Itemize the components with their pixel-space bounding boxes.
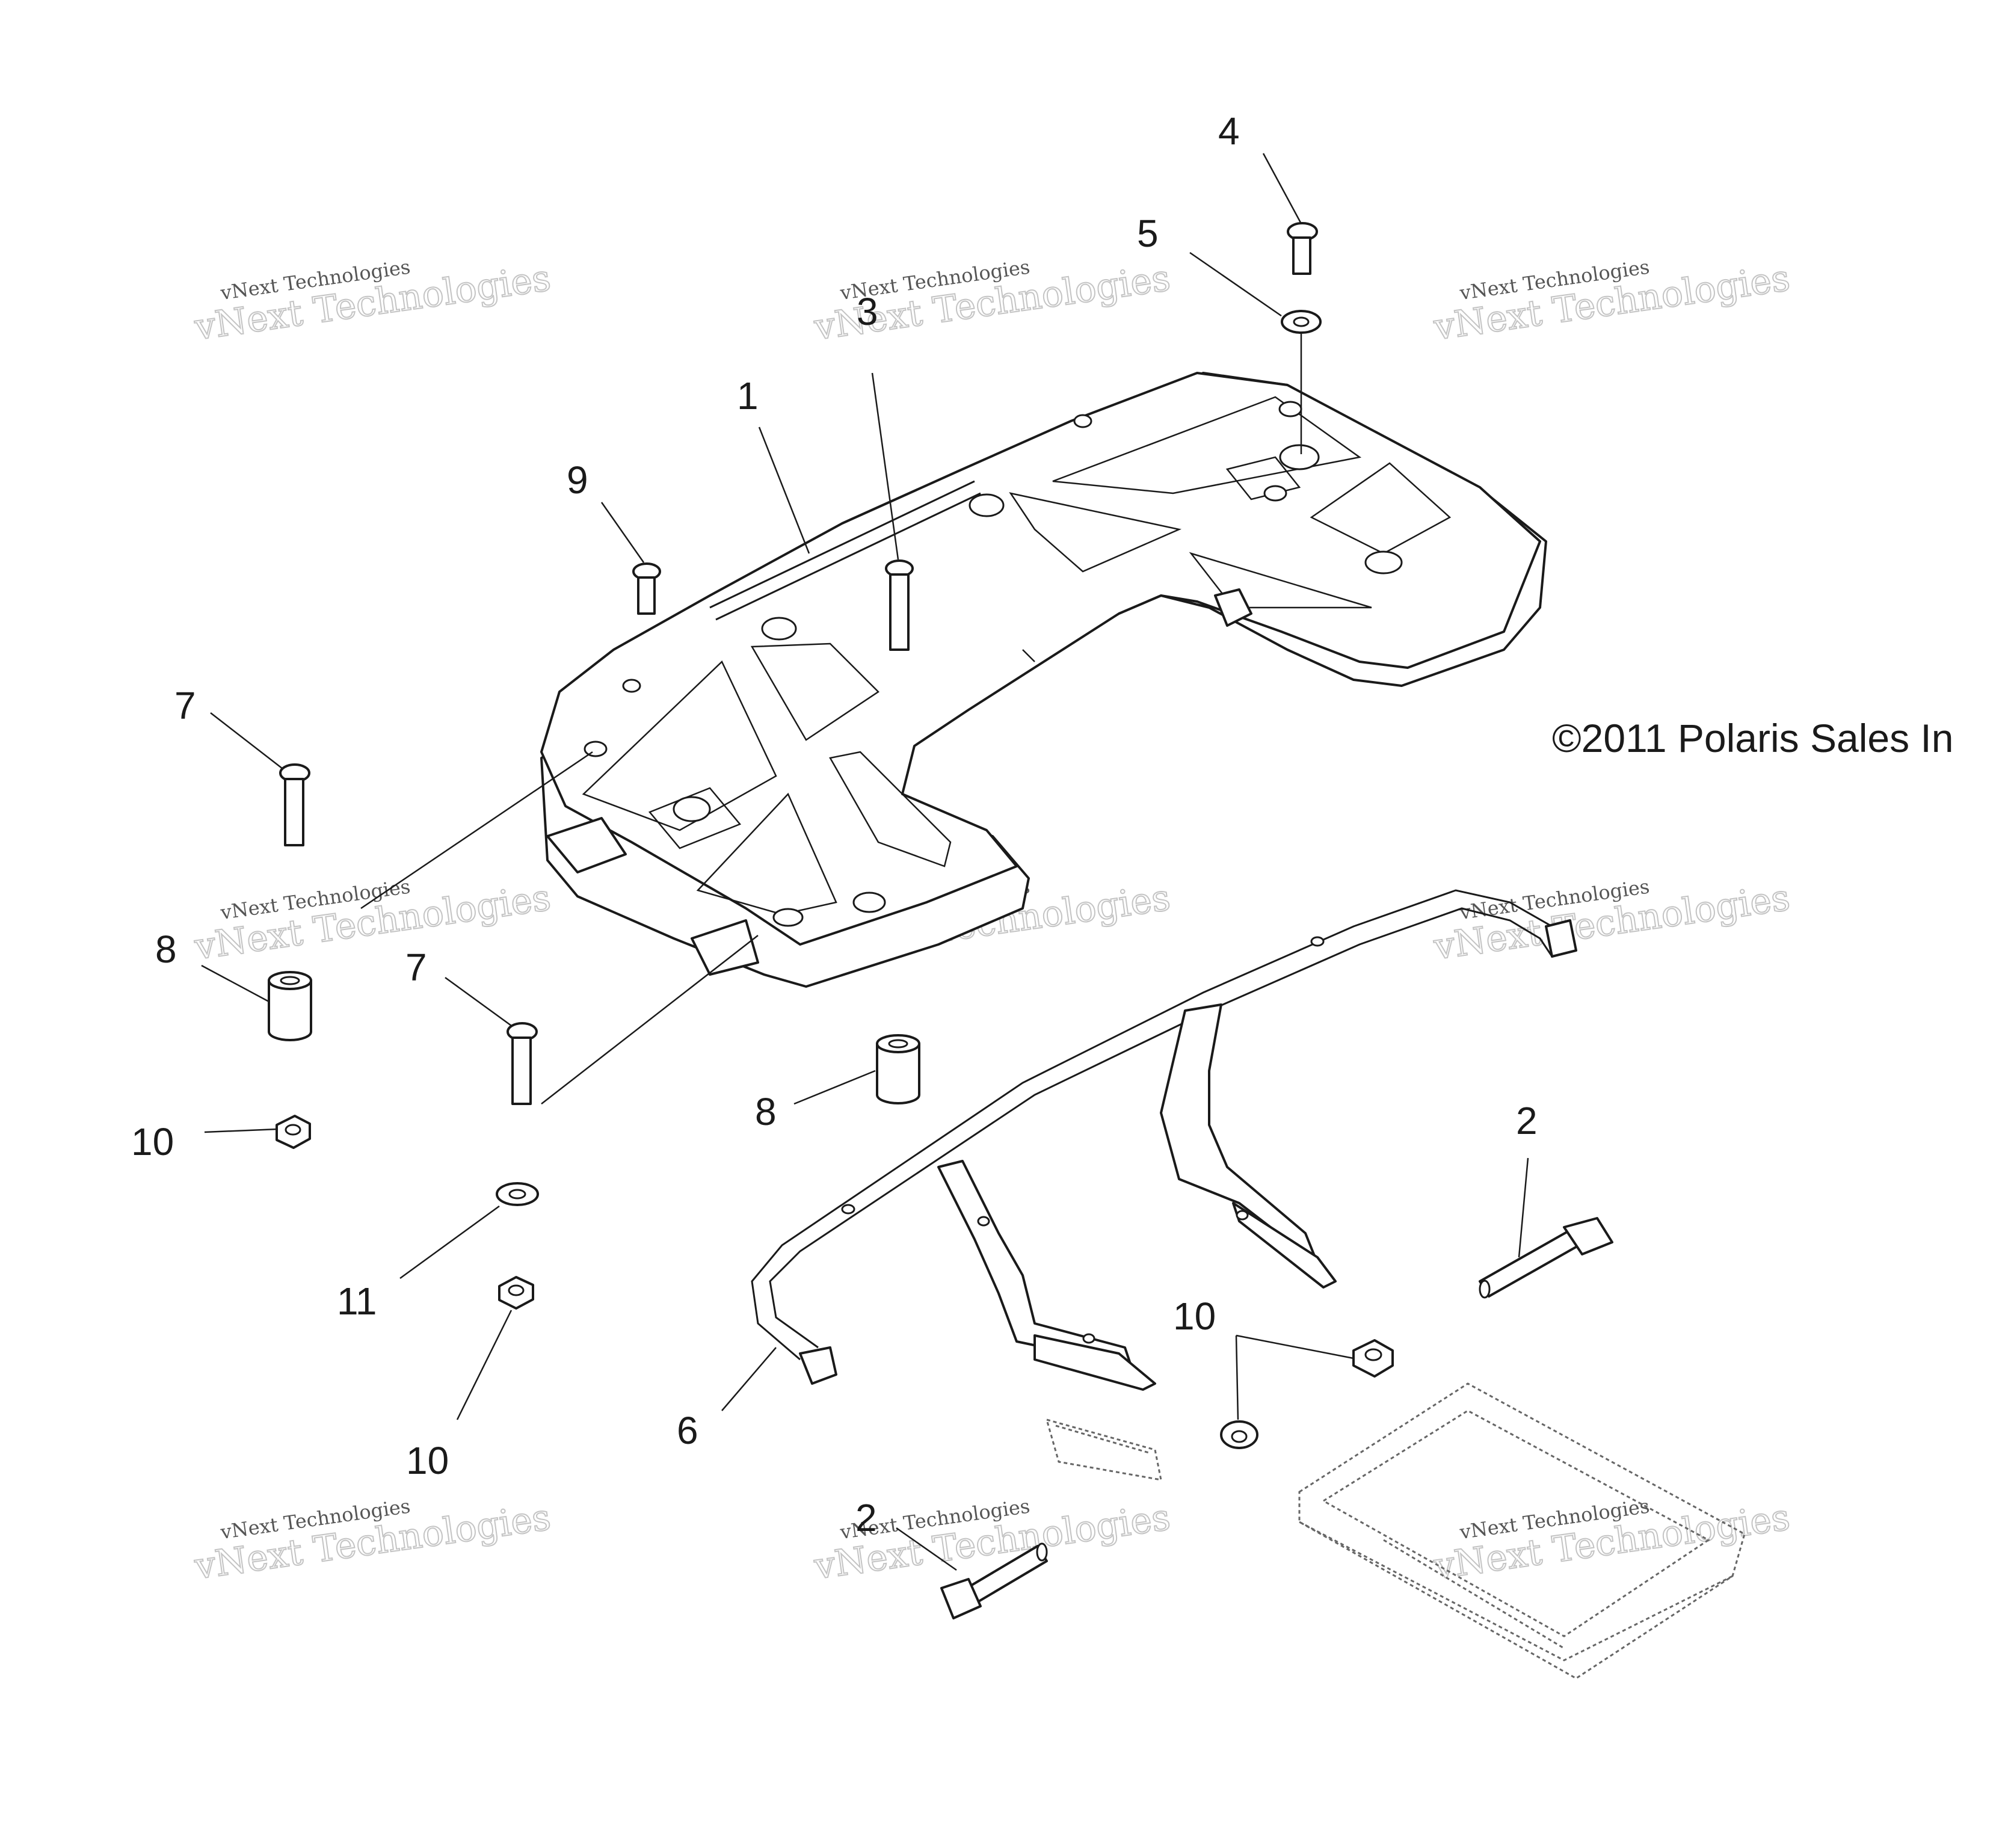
washer-part-11 <box>496 1182 539 1206</box>
bolt-part-4 <box>1287 222 1318 275</box>
rack-support-frame-part-6 <box>751 889 1577 1391</box>
callout-3: 3 <box>857 290 878 333</box>
callout-7-right: 7 <box>405 946 427 989</box>
leader-lines <box>201 153 1529 1571</box>
callout-6: 6 <box>677 1409 698 1452</box>
bolt-part-2-right <box>1479 1217 1613 1299</box>
watermark-bottom-left: vNext Technologies vNext Technologies <box>191 1494 554 1588</box>
mounting-base-reference <box>1298 1382 1746 1680</box>
callout-2-bottom: 2 <box>855 1496 877 1539</box>
rack-mount-hole <box>584 741 608 757</box>
license-plate-reference <box>1045 1418 1162 1481</box>
rack-mount-hole <box>1263 485 1287 502</box>
spacer-part-8-left <box>268 971 312 1041</box>
watermark-top-right: vNext Technologies vNext Technologies <box>1431 255 1793 349</box>
nut-part-10-right <box>1352 1339 1394 1378</box>
watermark-mid-left: vNext Technologies vNext Technologies <box>191 875 554 969</box>
rack-mount-hole <box>1073 414 1092 428</box>
bolt-part-7-right <box>507 1022 538 1105</box>
callout-10-lower: 10 <box>406 1439 449 1482</box>
callout-1: 1 <box>737 374 759 417</box>
rack-handle-left <box>546 817 627 873</box>
rack-mount-hole <box>852 892 886 913</box>
bolt-part-2-bottom <box>940 1542 1048 1619</box>
callout-11: 11 <box>337 1280 377 1323</box>
callout-10-right: 10 <box>1173 1295 1216 1338</box>
washer-part-5 <box>1281 310 1322 334</box>
watermark-bottom-right: vNext Technologies vNext Technologies <box>1431 1494 1793 1588</box>
watermark-top-left: vNext Technologies vNext Technologies <box>191 255 554 349</box>
rack-mount-hole <box>1278 401 1302 417</box>
bolt-part-9 <box>632 562 661 615</box>
callout-10-left: 10 <box>131 1120 174 1163</box>
rack-mount-hole <box>1364 550 1403 574</box>
rack-mount-hole <box>772 908 804 927</box>
rack-mount-hole <box>969 493 1005 517</box>
rack-mount-hole <box>1279 444 1320 470</box>
callout-8-middle: 8 <box>755 1090 777 1133</box>
rack-mount-hole <box>622 679 641 693</box>
callout-8-left: 8 <box>155 928 177 971</box>
bolt-part-3 <box>885 559 914 651</box>
bolt-part-7-left <box>279 763 310 846</box>
nut-part-10-left <box>276 1115 311 1149</box>
rack-handle-right <box>691 919 759 976</box>
callout-2-right: 2 <box>1516 1099 1538 1142</box>
spacer-part-8-middle <box>876 1034 920 1104</box>
copyright-text: ©2011 Polaris Sales In <box>1552 716 1953 760</box>
watermark-mid-right: vNext Technologies vNext Technologies <box>1431 875 1793 969</box>
rack-mount-hole <box>761 617 797 641</box>
callout-labels: 4 5 3 1 9 7 8 7 8 10 11 10 6 2 10 2 <box>131 109 1538 1539</box>
callout-5: 5 <box>1137 212 1159 255</box>
rack-mount-hole <box>673 796 711 822</box>
rear-rack-part-1 <box>540 372 1547 988</box>
callout-4: 4 <box>1218 109 1240 153</box>
grommet <box>1220 1420 1258 1449</box>
callout-9: 9 <box>567 458 588 502</box>
callout-7-left: 7 <box>174 684 196 727</box>
nut-part-10-lower <box>498 1276 534 1310</box>
